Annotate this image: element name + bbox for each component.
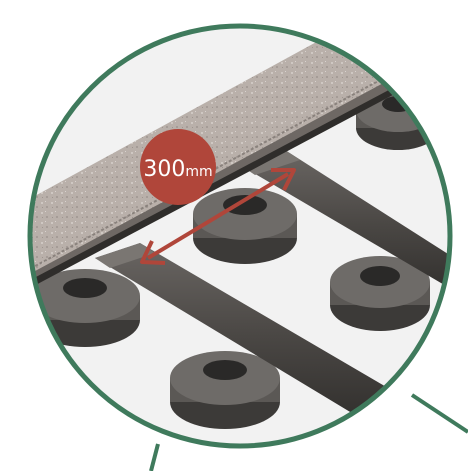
pedestal bbox=[193, 188, 297, 264]
dimension-value: 300 bbox=[143, 157, 185, 182]
svg-text:300mm: 300mm bbox=[143, 157, 212, 182]
joist bbox=[95, 243, 400, 430]
leader-line-bottom bbox=[149, 443, 160, 471]
leader-line bbox=[410, 393, 468, 434]
pedestal bbox=[30, 269, 140, 347]
dimension-badge: 300mm bbox=[140, 129, 216, 205]
magnifier-ring bbox=[27, 23, 453, 449]
double-headed-arrow-icon bbox=[140, 168, 296, 265]
joist bbox=[240, 150, 450, 300]
dimension-unit: mm bbox=[185, 164, 212, 180]
pedestal bbox=[330, 256, 430, 331]
pedestal bbox=[170, 351, 280, 429]
